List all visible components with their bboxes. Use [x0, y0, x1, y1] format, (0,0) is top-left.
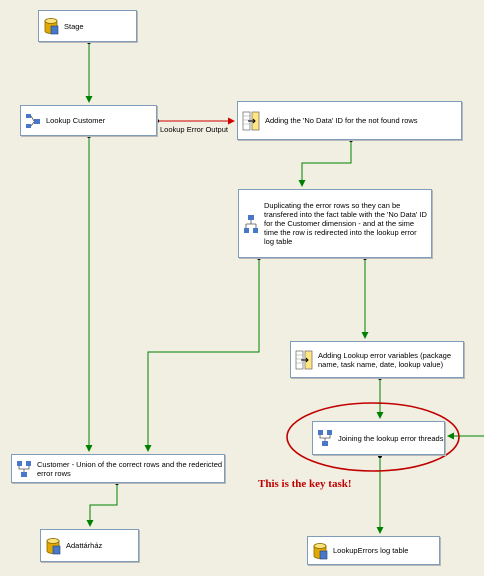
flow-union-to-adattarhaz [86, 483, 118, 527]
lookup-icon [25, 112, 41, 130]
key-task-callout: This is the key task! [258, 478, 352, 490]
node-label: Lookup Customer [46, 116, 106, 125]
union-all-icon [16, 460, 32, 478]
adattarhaz-node[interactable]: Adattárház [40, 529, 139, 562]
key-task-highlight-ellipse [286, 402, 460, 472]
node-label: Stage [64, 21, 84, 31]
output-dot [378, 454, 382, 458]
stage-node[interactable]: Stage [38, 10, 137, 42]
node-label: Customer - Union of the correct rows and… [37, 459, 223, 478]
node-label: LookupErrors log table [333, 546, 409, 555]
lookup-customer-node[interactable]: Lookup Customer [20, 105, 157, 136]
joining-node[interactable]: Joining the lookup error threads [312, 421, 445, 455]
flow-duplicating-to-union [144, 258, 260, 452]
database-cylinder-icon [312, 542, 328, 560]
derived-column-icon [242, 111, 260, 131]
node-label: Adding the 'No Data' ID for the not foun… [265, 116, 418, 125]
node-label: Adattárház [66, 541, 103, 550]
node-label: Duplicating the error rows so they can b… [264, 201, 427, 246]
database-cylinder-icon [43, 17, 59, 35]
duplicating-node[interactable]: Duplicating the error rows so they can b… [238, 189, 432, 258]
node-label: Joining the lookup error threads [338, 433, 444, 443]
customer-union-node[interactable]: Customer - Union of the correct rows and… [11, 454, 225, 483]
flow-adding-to-duplicating [298, 140, 352, 187]
adding-lookup-variables-node[interactable]: Adding Lookup error variables (package n… [290, 341, 464, 378]
node-label: Adding Lookup error variables (package n… [318, 350, 451, 369]
derived-column-icon [295, 350, 313, 370]
lookup-errors-log-node[interactable]: LookupErrors log table [307, 536, 440, 565]
adding-no-data-node[interactable]: Adding the 'No Data' ID for the not foun… [237, 101, 462, 140]
connector-label: Lookup Error Output [160, 125, 228, 134]
multicast-icon [243, 214, 259, 234]
database-cylinder-icon [45, 537, 61, 555]
union-all-icon [317, 429, 333, 447]
